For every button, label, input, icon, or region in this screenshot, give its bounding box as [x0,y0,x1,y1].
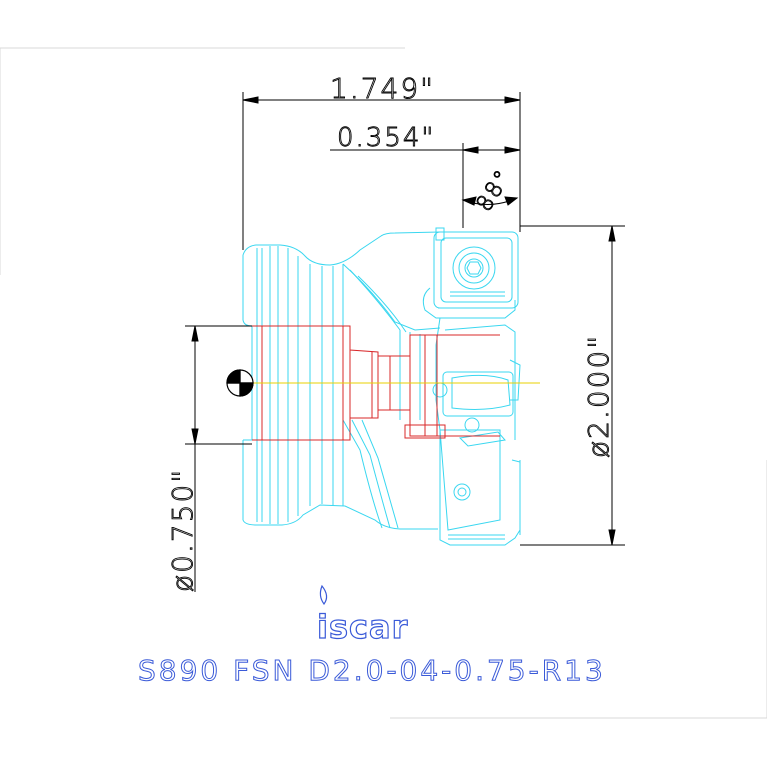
iscar-logo: iscar [316,584,408,647]
cutter-body [242,227,521,546]
dimension-lines [185,92,625,592]
logo-flame-icon [319,584,328,606]
lead-angle-label: 88° [472,165,517,216]
cutting-diameter-label: ø2.000" [582,334,615,458]
insert-offset-label: 0.354" [337,123,435,153]
part-number: S890 FSN D2.0-04-0.75-R13 [138,654,606,687]
bore-diameter-label: ø0.750" [166,468,199,592]
logo-text: iscar [317,608,408,646]
overall-length-label: 1.749" [330,72,435,105]
center-mark-symbol [226,369,254,397]
frame-lines [0,47,767,719]
